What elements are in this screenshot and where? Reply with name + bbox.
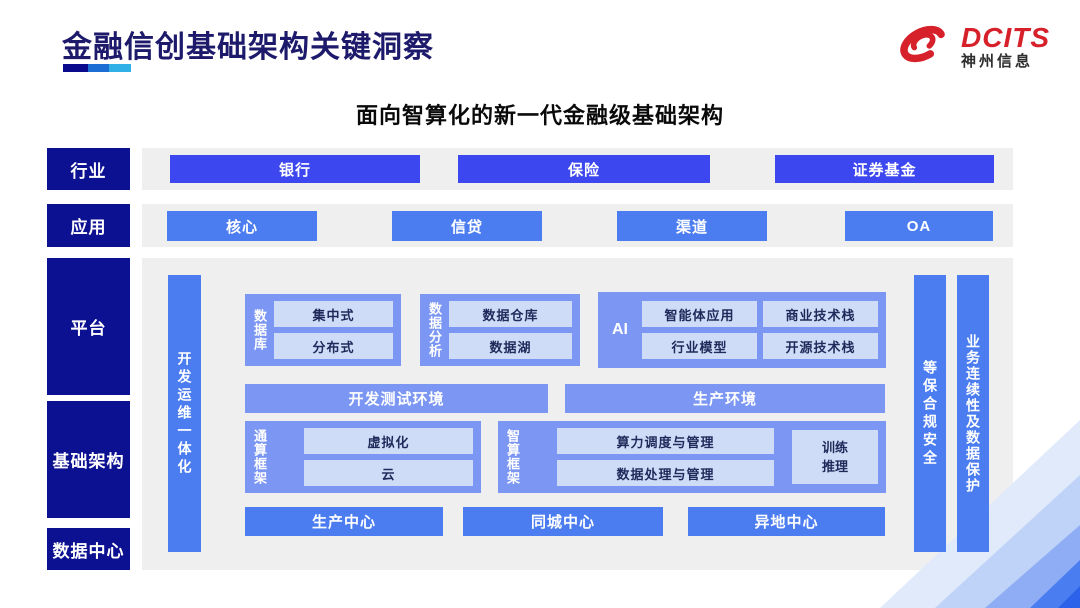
underline-segment [63, 64, 88, 72]
ai-compute-group: 智算框架 算力调度与管理 数据处理与管理 训练 推理 [498, 421, 886, 493]
industry-box-securities: 证券基金 [775, 155, 994, 183]
title-underline [63, 64, 131, 72]
analytics-group-label: 数据分析 [427, 302, 442, 358]
chip-agent-apps: 智能体应用 [642, 301, 757, 327]
row-label-application: 应用 [47, 204, 130, 247]
logo-company: 神州信息 [961, 53, 1034, 71]
app-box-oa: OA [845, 211, 993, 241]
row-label-industry: 行业 [47, 148, 130, 190]
general-compute-group: 通算框架 虚拟化 云 [245, 421, 481, 493]
company-logo: DCITS 神州信息 [893, 16, 1050, 77]
chip-training-inference: 训练 推理 [792, 430, 878, 484]
chip-centralized: 集中式 [274, 301, 393, 327]
chip-cloud: 云 [304, 460, 473, 486]
chip-opensource-stack: 开源技术栈 [763, 333, 878, 359]
database-group-label: 数据库 [252, 309, 267, 351]
page-title: 金融信创基础架构关键洞察 [62, 31, 434, 64]
logo-brand: DCITS [961, 21, 1050, 53]
analytics-group: 数据分析 数据仓库 数据湖 [420, 294, 580, 366]
general-compute-label: 通算框架 [252, 429, 267, 485]
app-box-credit: 信贷 [392, 211, 542, 241]
row-label-platform: 平台 [47, 258, 130, 395]
business-continuity-bar: 业务连续性及数据保护 [957, 275, 989, 552]
chip-data-lake: 数据湖 [449, 333, 572, 359]
chip-distributed: 分布式 [274, 333, 393, 359]
chip-industry-models: 行业模型 [642, 333, 757, 359]
devops-bar: 开发运维一体化 [168, 275, 201, 552]
underline-segment [109, 64, 131, 72]
logo-text: DCITS 神州信息 [961, 23, 1050, 70]
app-box-channel: 渠道 [617, 211, 767, 241]
dc-box-remote: 异地中心 [688, 507, 885, 536]
industry-box-insurance: 保险 [458, 155, 710, 183]
chip-compute-scheduling: 算力调度与管理 [557, 428, 774, 454]
row-label-infrastructure: 基础架构 [47, 401, 130, 518]
chip-virtualization: 虚拟化 [304, 428, 473, 454]
dcits-swirl-icon [893, 16, 953, 77]
diagram-title: 面向智算化的新一代金融级基础架构 [355, 103, 724, 128]
security-compliance-bar: 等保合规安全 [914, 275, 946, 552]
ai-group: AI 智能体应用 商业技术栈 行业模型 开源技术栈 [598, 292, 886, 368]
ai-group-label: AI [612, 321, 628, 338]
dc-box-production: 生产中心 [245, 507, 443, 536]
underline-segment [88, 64, 109, 72]
dev-test-env-bar: 开发测试环境 [245, 384, 548, 413]
chip-data-processing: 数据处理与管理 [557, 460, 774, 486]
production-env-bar: 生产环境 [565, 384, 885, 413]
chip-data-warehouse: 数据仓库 [449, 301, 572, 327]
app-box-core: 核心 [167, 211, 317, 241]
industry-box-bank: 银行 [170, 155, 420, 183]
chip-commercial-stack: 商业技术栈 [763, 301, 878, 327]
ai-compute-label: 智算框架 [505, 429, 520, 485]
database-group: 数据库 集中式 分布式 [245, 294, 401, 366]
dc-box-same-city: 同城中心 [463, 507, 663, 536]
row-label-datacenter: 数据中心 [47, 528, 130, 570]
